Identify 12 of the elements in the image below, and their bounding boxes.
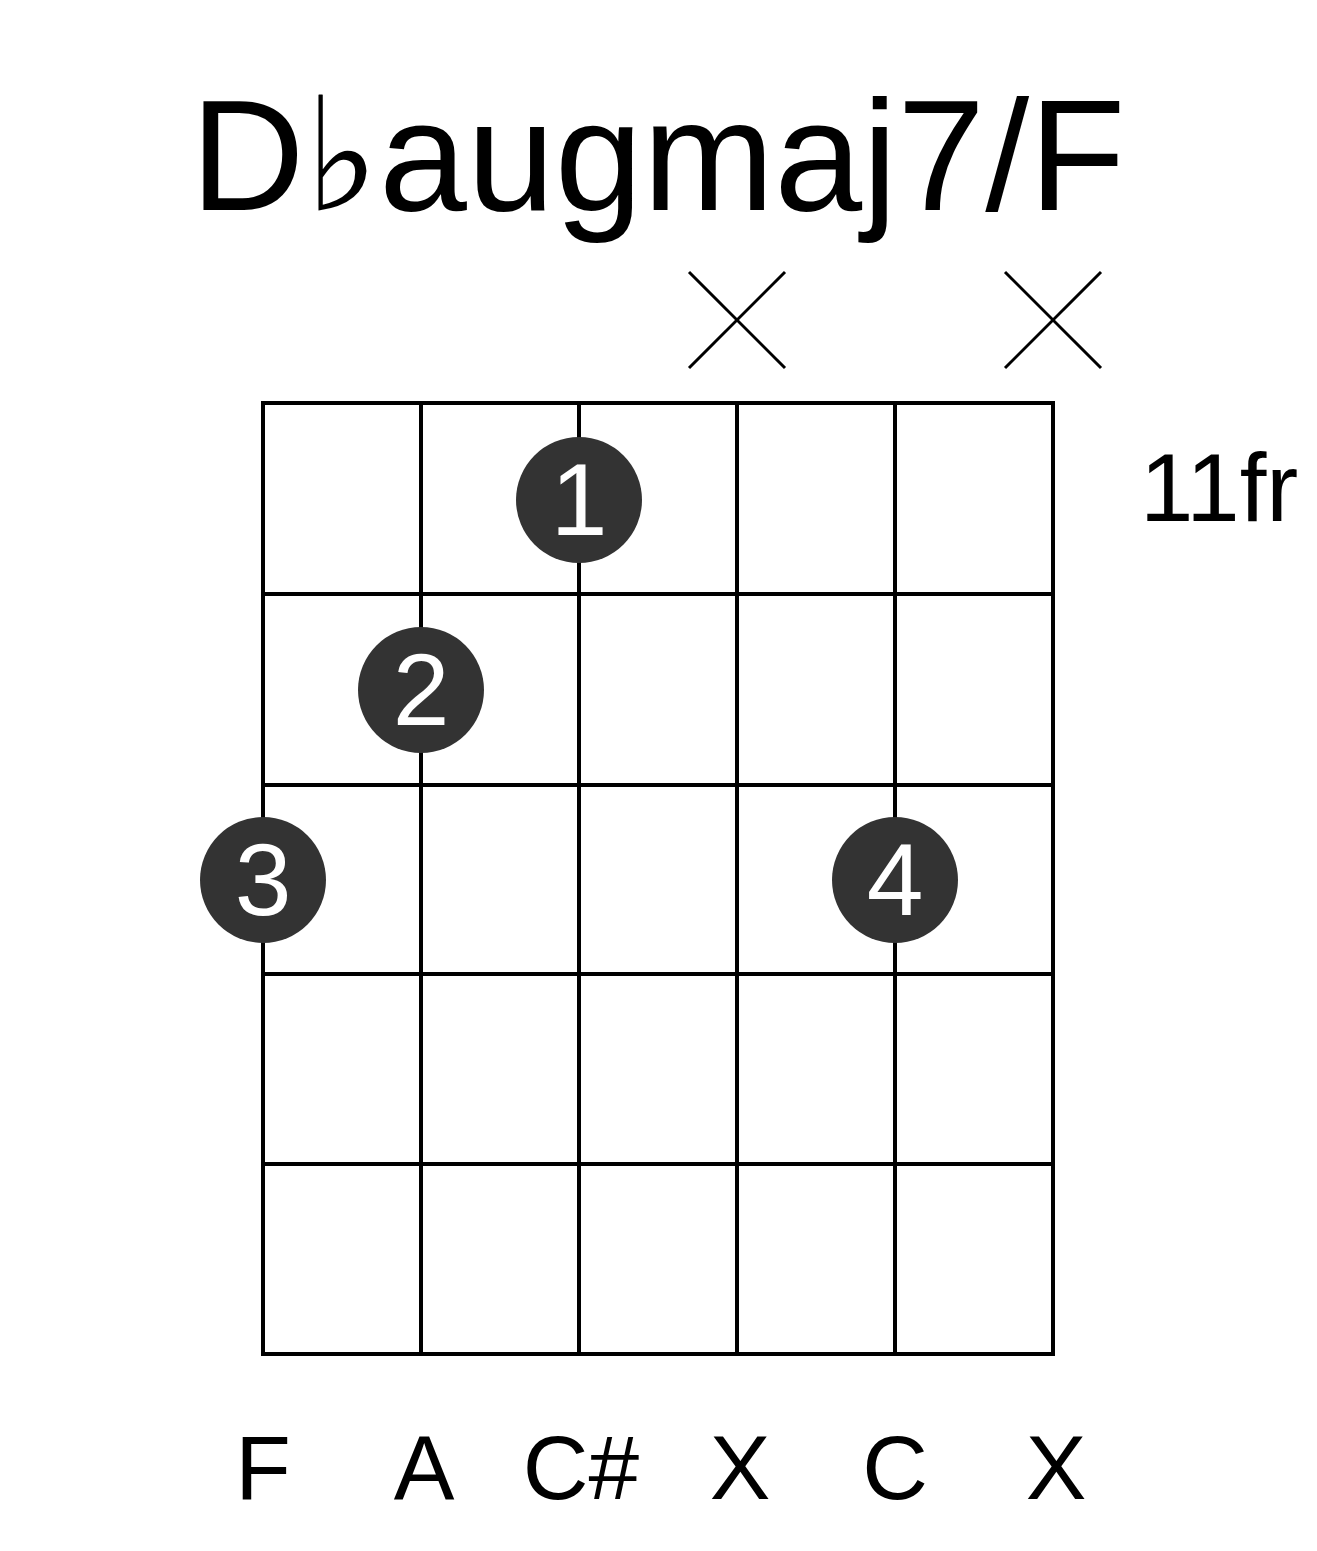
- string-note-label: C#: [522, 1416, 640, 1521]
- finger-number: 4: [866, 829, 924, 931]
- finger-number: 3: [234, 829, 292, 931]
- string-note-label: X: [1025, 1416, 1087, 1521]
- string-note-label: A: [393, 1416, 455, 1521]
- finger-number: 1: [550, 449, 608, 551]
- string-note-label: X: [709, 1416, 771, 1521]
- fret-position-label: 11fr: [1140, 433, 1299, 544]
- string-note-label: F: [235, 1416, 291, 1521]
- finger-number: 2: [392, 639, 450, 741]
- string-note-label: C: [862, 1416, 928, 1521]
- chord-title: D♭augmaj7/F: [190, 65, 1126, 245]
